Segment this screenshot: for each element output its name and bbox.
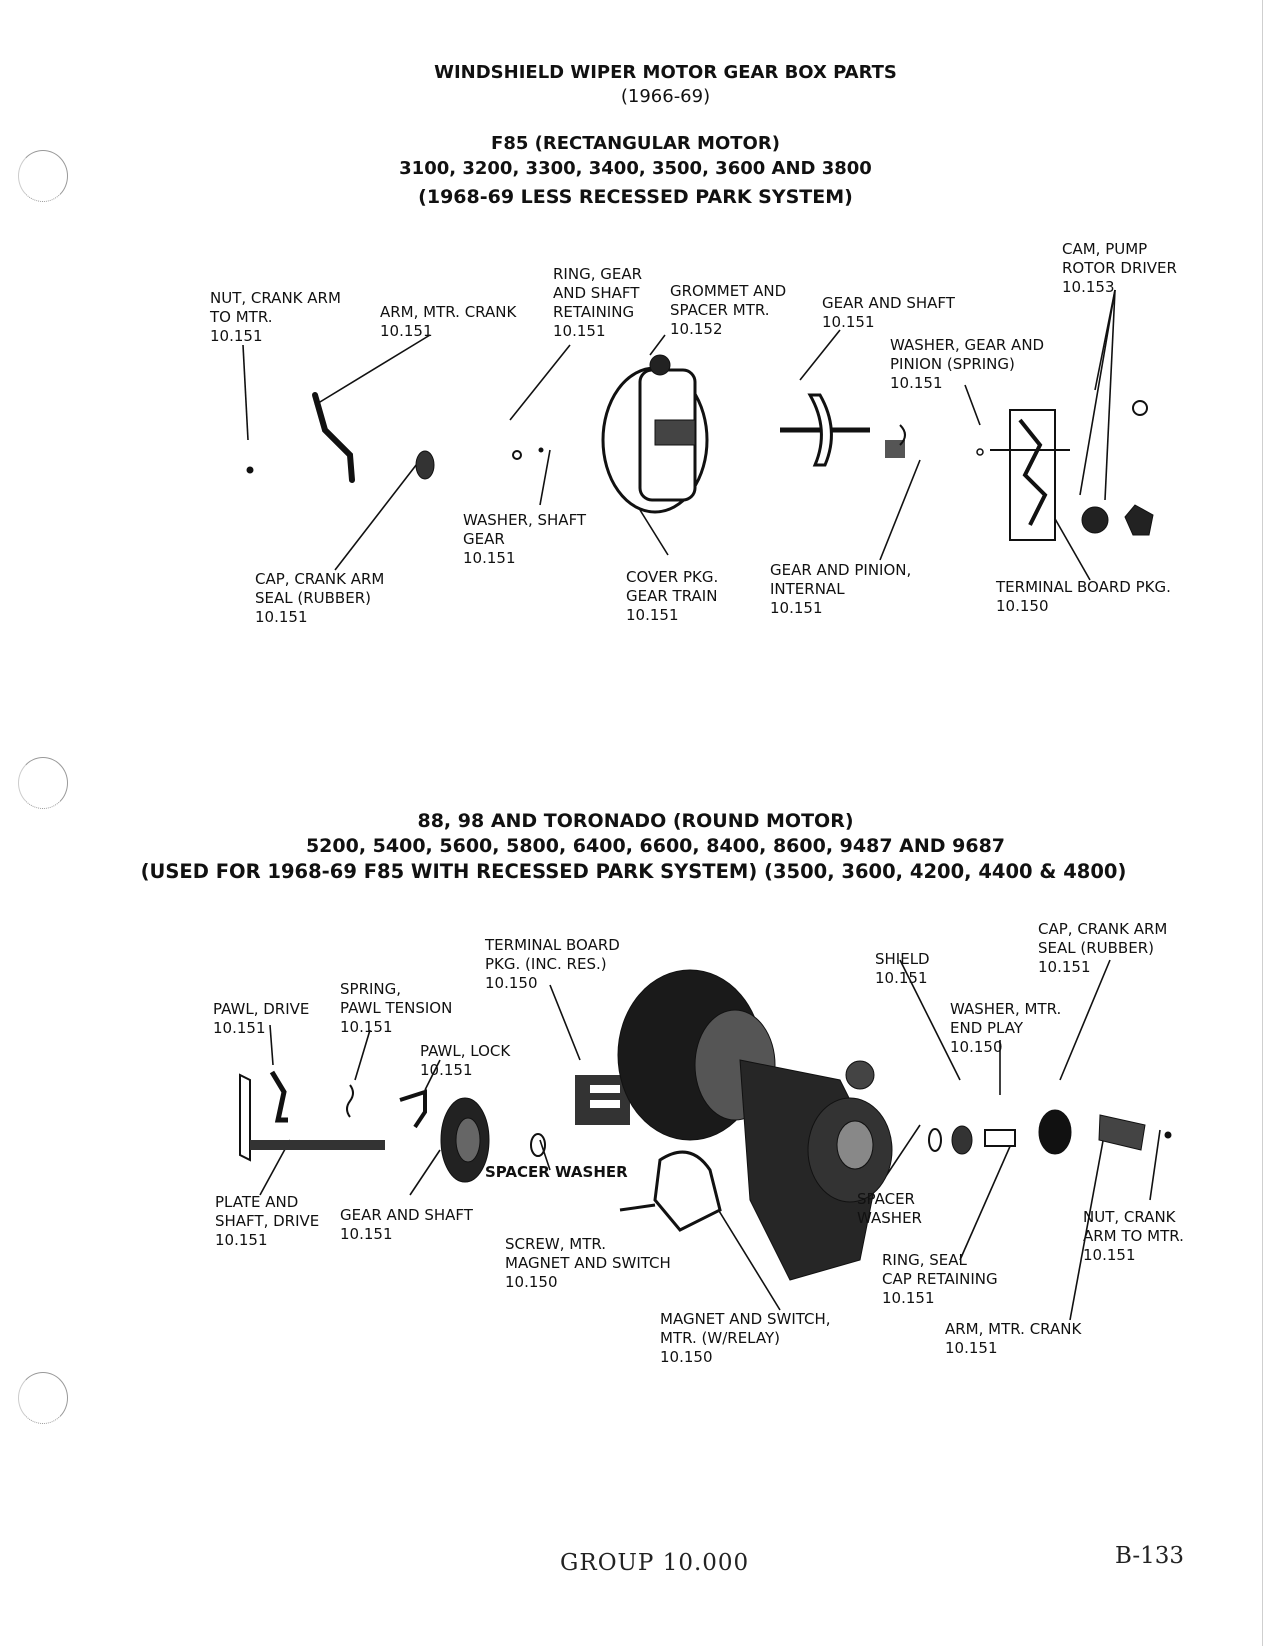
binder-hole-middle — [18, 757, 68, 809]
page-number: B-133 — [1115, 1543, 1184, 1569]
round-motor-parts — [239, 969, 1172, 1281]
callout-magnet-switch-relay: MAGNET AND SWITCH,MTR. (W/RELAY)10.150 — [660, 1310, 831, 1366]
section2-note: (USED FOR 1968-69 F85 WITH RECESSED PARK… — [140, 860, 1127, 883]
rectangular-motor-parts — [246, 354, 1154, 541]
callout-spacer-washer-left: SPACER WASHER — [485, 1163, 628, 1181]
scan-edge — [1262, 0, 1263, 1646]
section1-models: 3100, 3200, 3300, 3400, 3500, 3600 AND 3… — [399, 158, 872, 179]
section1-title: F85 (RECTANGULAR MOTOR) — [491, 133, 780, 154]
section2-title: 88, 98 AND TORONADO (ROUND MOTOR) — [417, 810, 854, 832]
section1-note: (1968-69 LESS RECESSED PARK SYSTEM) — [418, 186, 853, 208]
section2-models: 5200, 5400, 5600, 5800, 6400, 6600, 8400… — [305, 835, 1006, 857]
callout-terminal-board: TERMINAL BOARD PKG.10.150 — [996, 578, 1171, 615]
footer-group-label: GROUP 10.000 — [560, 1550, 750, 1576]
binder-hole-bottom — [18, 1372, 68, 1424]
page-title: WINDSHIELD WIPER MOTOR GEAR BOX PARTS — [434, 62, 897, 83]
binder-hole-top — [18, 150, 68, 202]
leader-lines — [242, 289, 1161, 1321]
page-title-years: (1966-69) — [620, 86, 711, 107]
